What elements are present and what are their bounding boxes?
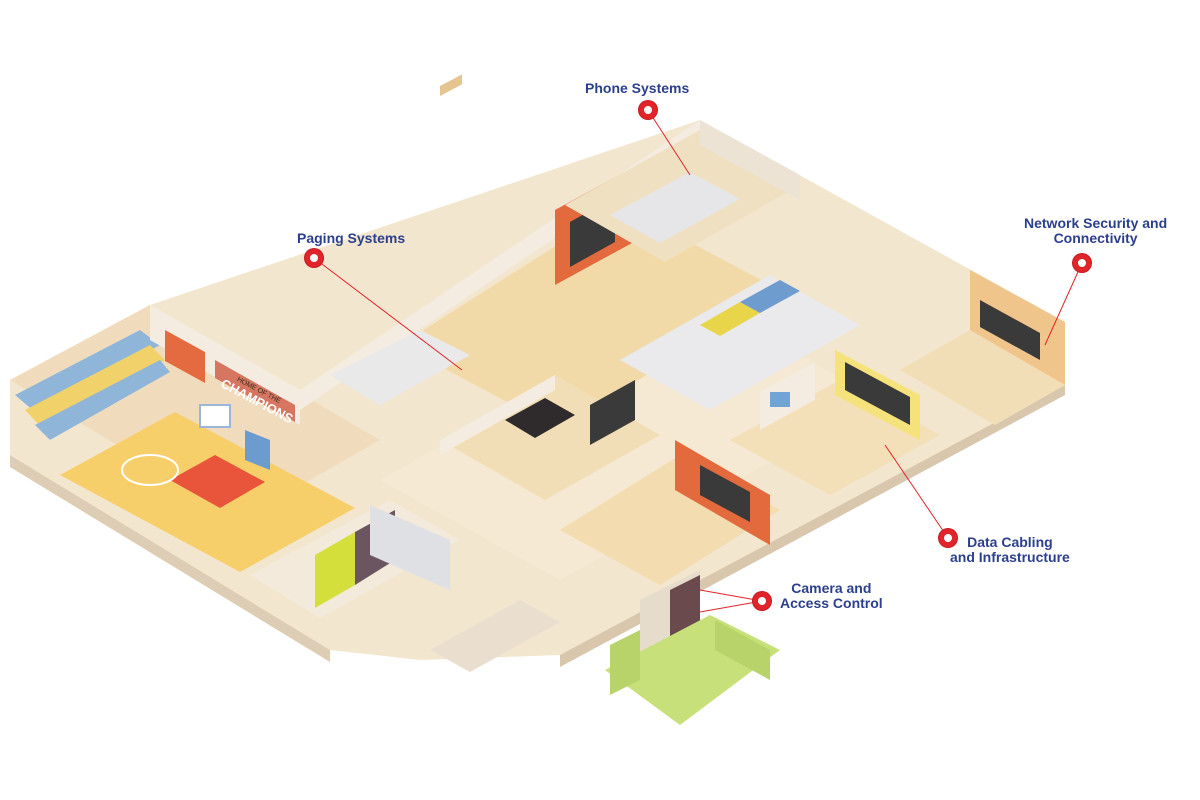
pin-phone-systems[interactable]	[639, 101, 657, 119]
label-phone-systems-line: Phone Systems	[585, 80, 690, 96]
label-data-cabling-line1: Data Cabling	[967, 534, 1053, 550]
label-phone-systems: Phone Systems	[585, 81, 689, 96]
label-paging-systems: Paging Systems	[297, 231, 405, 246]
pin-paging-systems[interactable]	[305, 249, 323, 267]
locker-room	[250, 500, 460, 618]
lecture-hall	[900, 270, 1065, 425]
label-network-security-line2: Connectivity	[1053, 230, 1138, 246]
label-camera-access-line1: Camera and	[791, 580, 872, 596]
music-room	[440, 375, 660, 500]
science-classroom	[560, 440, 780, 585]
label-camera-access-line2: Access Control	[780, 595, 883, 611]
pin-network-security[interactable]	[1073, 254, 1091, 272]
pin-camera-access[interactable]	[753, 592, 771, 610]
label-paging-systems-line: Paging Systems	[297, 230, 406, 246]
office-cubicles	[620, 275, 860, 410]
label-data-cabling-line2: and Infrastructure	[950, 549, 1070, 565]
pin-data-cabling[interactable]	[939, 529, 957, 547]
entrance-area	[430, 570, 780, 725]
label-network-security-line1: Network Security and	[1024, 215, 1168, 231]
label-camera-access: Camera and Access Control	[780, 581, 883, 611]
gymnasium: HOME OF THE CHAMPIONS	[10, 305, 380, 572]
label-network-security: Network Security and Connectivity	[1024, 216, 1167, 246]
classroom-right	[730, 350, 940, 495]
leader-lines	[313, 109, 1083, 613]
computer-lab	[565, 120, 800, 262]
label-data-cabling: Data Cabling and Infrastructure	[950, 535, 1070, 565]
